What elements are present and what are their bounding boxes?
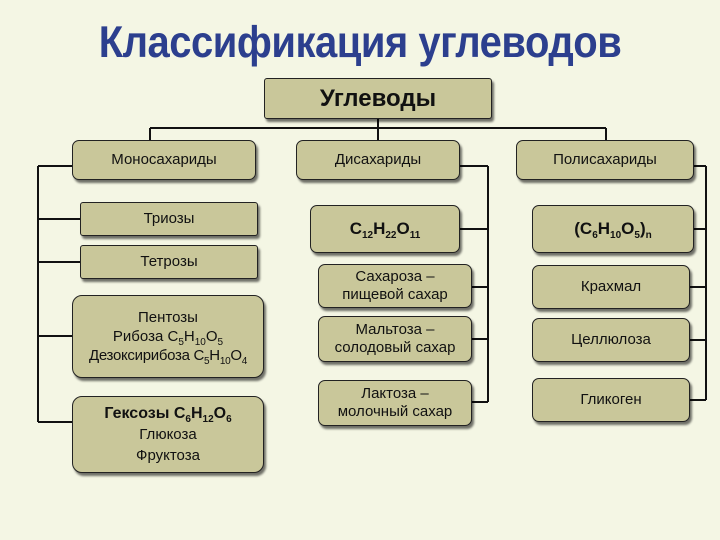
glucose-label: Глюкоза (139, 426, 197, 443)
pentoses-label: Пентозы (138, 309, 198, 326)
trioses-node: Триозы (80, 202, 258, 236)
root-label: Углеводы (319, 84, 437, 112)
fructose-label: Фруктоза (136, 447, 200, 464)
mono-header: Моносахариды (72, 140, 256, 180)
poly-formula: (C6H10O5)n (574, 219, 652, 241)
maltose-desc: солодовый сахар (334, 339, 456, 356)
starch-node: Крахмал (532, 265, 690, 309)
hexoses-label: Гексозы (104, 405, 170, 422)
poly-formula-node: (C6H10O5)n (532, 205, 694, 253)
di-header-label: Дисахариды (334, 151, 422, 168)
cellulose-node: Целлюлоза (532, 318, 690, 362)
mono-header-label: Моносахариды (111, 151, 217, 168)
maltose-node: Мальтоза – солодовый сахар (318, 316, 472, 362)
glycogen-node: Гликоген (532, 378, 690, 422)
lactose-name: Лактоза – (361, 385, 429, 402)
sucrose-node: Сахароза – пищевой сахар (318, 264, 472, 308)
root-node: Углеводы (264, 78, 492, 119)
tetroses-label: Тетрозы (140, 253, 198, 270)
glycogen-label: Гликоген (580, 391, 642, 408)
diagram-title: Классификация углеводов (98, 18, 622, 68)
cellulose-label: Целлюлоза (571, 331, 651, 348)
sucrose-desc: пищевой сахар (342, 286, 448, 303)
pentoses-node: Пентозы Рибоза C5H10O5 Дезоксирибоза C5H… (72, 295, 264, 378)
lactose-node: Лактоза – молочный сахар (318, 380, 472, 426)
trioses-label: Триозы (143, 210, 195, 227)
hexoses-formula: C6H12O6 (173, 405, 232, 425)
sucrose-name: Сахароза – (355, 268, 435, 285)
deoxyribose-line: Дезоксирибоза C5H10O4 (88, 346, 248, 367)
maltose-name: Мальтоза – (355, 321, 435, 338)
di-formula-node: C12H22O11 (310, 205, 460, 253)
ribose-label: Рибоза (112, 328, 164, 345)
deoxyribose-label: Дезоксирибоза (88, 347, 190, 364)
poly-header: Полисахариды (516, 140, 694, 180)
hexoses-title: Гексозы C6H12O6 (104, 403, 232, 425)
poly-header-label: Полисахариды (553, 151, 657, 168)
di-header: Дисахариды (296, 140, 460, 180)
tetroses-node: Тетрозы (80, 245, 258, 279)
starch-label: Крахмал (580, 278, 642, 295)
di-formula: C12H22O11 (349, 219, 421, 241)
deoxyribose-formula: C5H10O4 (193, 347, 248, 367)
hexoses-node: Гексозы C6H12O6 Глюкоза Фруктоза (72, 396, 264, 473)
ribose-line: Рибоза C5H10O5 (112, 327, 224, 348)
lactose-desc: молочный сахар (337, 403, 453, 420)
ribose-formula: C5H10O5 (167, 328, 224, 348)
